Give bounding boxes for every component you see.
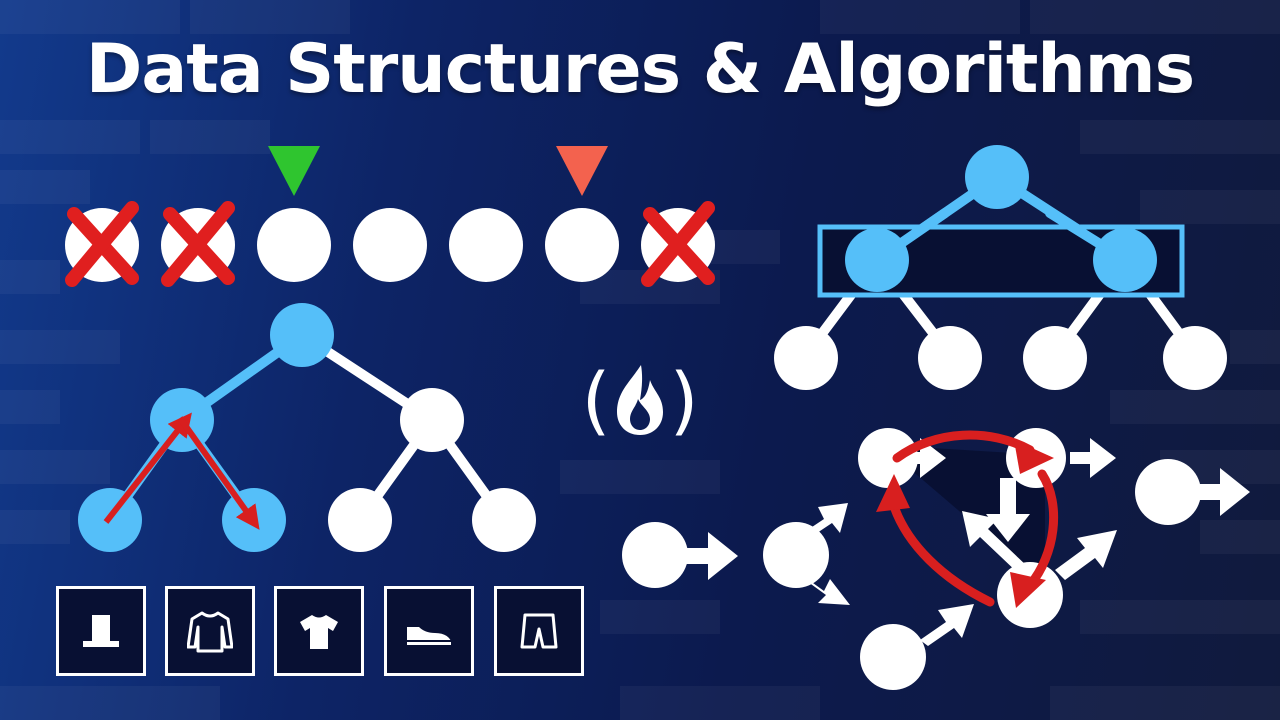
fire-icon (617, 365, 663, 435)
sneaker-icon (407, 627, 451, 645)
cycle-arrowhead (1014, 440, 1054, 474)
page-title: Data Structures & Algorithms (85, 30, 1195, 109)
tree-node (270, 303, 334, 367)
item-box-tshirt (274, 586, 364, 676)
directed-graph (622, 428, 1250, 690)
tree-node (918, 326, 982, 390)
logo: ( ) (582, 358, 699, 444)
cycle-arrowhead (876, 474, 910, 512)
tree-node (472, 488, 536, 552)
tshirt-icon (300, 615, 338, 649)
tree-node (1163, 326, 1227, 390)
eliminated-cross-icon (65, 201, 139, 287)
arrow-right-icon (1200, 468, 1250, 516)
sweater-icon (187, 611, 233, 653)
arrow-right-icon (686, 532, 738, 580)
array-element (257, 208, 331, 282)
cycle-arrow (1025, 469, 1059, 590)
traversal-arrow-up (103, 412, 192, 524)
eliminated-cross-icon (641, 201, 715, 287)
traversal-tree (78, 303, 536, 552)
array-element (449, 208, 523, 282)
arrow-up-left-icon (962, 511, 1028, 575)
item-box-sweater (165, 586, 255, 676)
tree-node (328, 488, 392, 552)
graph-node (763, 522, 829, 588)
item-box-top-hat (56, 586, 146, 676)
graph-node (1135, 459, 1201, 525)
arrow-right-icon (900, 438, 946, 478)
cycle-arrowhead (1010, 572, 1046, 608)
arrow-down-right-icon (802, 575, 850, 605)
item-box-sneaker (384, 586, 474, 676)
tree-node (845, 228, 909, 292)
graph-node (860, 624, 926, 690)
graph-node (858, 428, 918, 488)
shorts-icon (520, 613, 558, 649)
arrow-down-icon (986, 478, 1030, 542)
array-element (353, 208, 427, 282)
traversal-arrow-down (177, 416, 260, 530)
level-order-tree (774, 145, 1227, 390)
tree-node (1093, 228, 1157, 292)
arrow-right-icon (1070, 438, 1116, 478)
tree-node (400, 388, 464, 452)
array-element (545, 208, 619, 282)
arrow-up-right-icon (1055, 530, 1117, 580)
high-pointer-marker (556, 146, 608, 196)
tree-node (774, 326, 838, 390)
tree-node (1023, 326, 1087, 390)
eliminated-cross-icon (161, 201, 235, 287)
tree-node (965, 145, 1029, 209)
item-box-shorts (494, 586, 584, 676)
binary-search-array (65, 146, 715, 287)
graph-node (622, 522, 688, 588)
logo-right-paren: ) (670, 358, 699, 444)
graph-node (997, 562, 1063, 628)
logo-left-paren: ( (582, 358, 611, 444)
cycle-arrow (887, 495, 995, 607)
low-pointer-marker (268, 146, 320, 196)
arrow-up-right-icon (920, 604, 974, 646)
top-hat-icon (83, 615, 119, 647)
